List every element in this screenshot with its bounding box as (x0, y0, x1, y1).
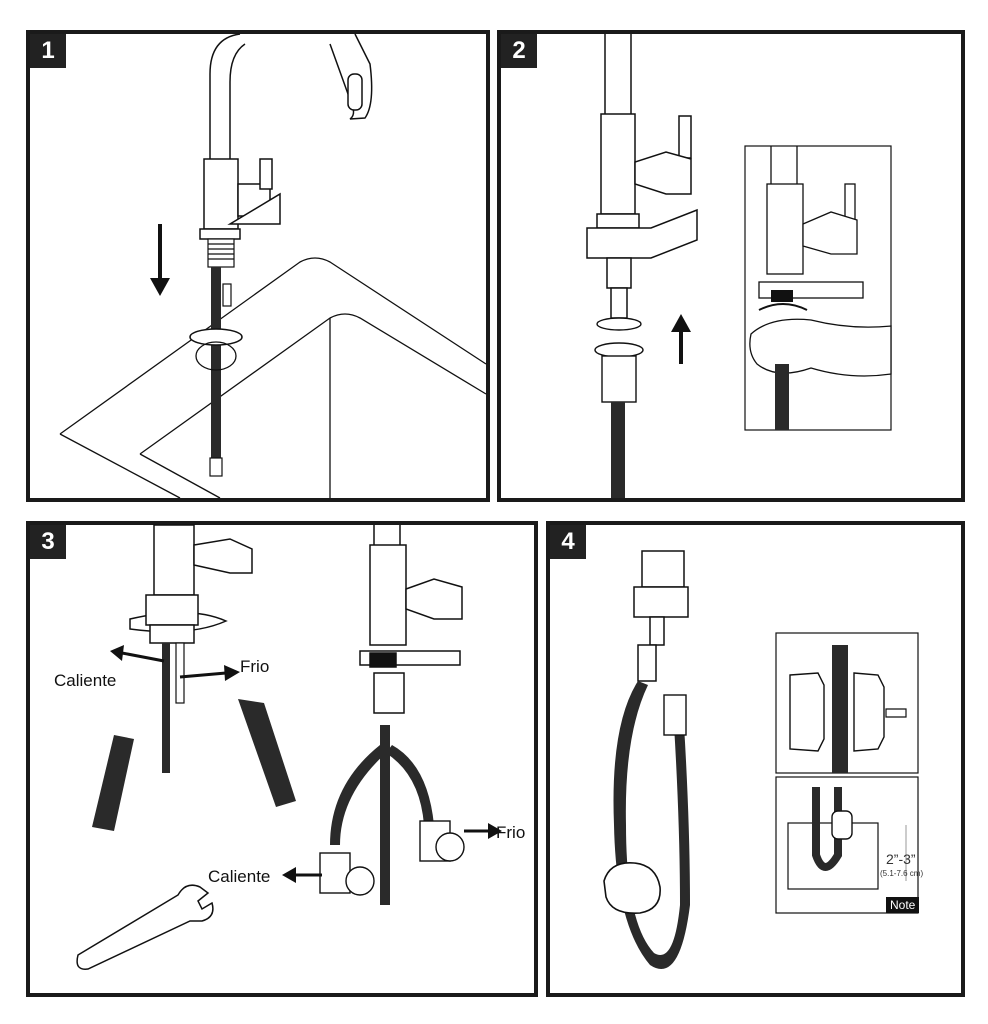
washer (594, 342, 644, 358)
hose-end-fitting (209, 457, 223, 477)
detail-faucet (758, 146, 864, 299)
weight-half-right (853, 672, 885, 752)
faucet-shank (633, 550, 689, 682)
step-3-illustration (76, 524, 502, 970)
detail-mount-nut (771, 290, 793, 302)
detail-hand (749, 318, 892, 377)
hose-weight-detail (831, 810, 853, 840)
hot-label-top: Caliente (54, 671, 117, 690)
hose-connector (663, 694, 687, 736)
arrow-left-icon (110, 645, 165, 663)
cold-supply-hose (238, 699, 296, 807)
cold-tube (175, 642, 185, 704)
cold-label-top: Frio (240, 657, 270, 676)
supply-hose (611, 402, 625, 498)
sprayer-hose (380, 725, 390, 905)
faucet-body-right (359, 525, 463, 714)
arrow-right-icon (464, 823, 502, 839)
arrow-down-icon (150, 224, 170, 296)
hot-label-bottom: Caliente (208, 867, 271, 886)
sprayer-hose-loop (613, 681, 690, 969)
hot-tube (162, 643, 170, 773)
hose-weight (603, 862, 661, 914)
arrow-left-icon (282, 867, 322, 883)
arrow-right-icon (179, 665, 240, 681)
supply-hose (211, 267, 221, 462)
adjustable-wrench-icon (76, 884, 214, 970)
step-3-panel: 3 (26, 521, 538, 997)
note-badge: Note (886, 897, 920, 913)
detail-hose (775, 364, 789, 430)
step-2-badge: 2 (501, 34, 537, 68)
measure-main-label: 2”-3” (886, 851, 916, 867)
deck-hole (195, 341, 237, 371)
step-2-panel: 2 (497, 30, 965, 502)
weight-half-left (789, 672, 825, 752)
hot-supply-hose (92, 735, 134, 831)
cold-angle-valve (419, 820, 465, 862)
measure-sub-label: (5.1-7.6 cm) (880, 869, 924, 878)
step-2-illustration (586, 34, 892, 498)
faucet-body-left (129, 524, 253, 644)
step-1-illustration (59, 33, 487, 499)
threaded-shank (207, 238, 235, 307)
step-4-badge: 4 (550, 525, 586, 559)
faucet-body (586, 34, 698, 319)
hose-segment (832, 645, 848, 773)
rotation-arrow-icon (758, 303, 808, 311)
hot-angle-valve (319, 852, 375, 896)
sink-basin (59, 257, 487, 499)
step-1-panel: 1 (26, 30, 490, 502)
washer (189, 328, 243, 346)
cold-braided-hose (386, 745, 434, 825)
screw-icon (885, 708, 907, 718)
washer (596, 317, 642, 331)
arrow-up-icon (671, 314, 691, 364)
hot-braided-hose (330, 745, 386, 845)
step-4-illustration (603, 550, 919, 969)
step-1-badge: 1 (30, 34, 66, 68)
faucet-body (199, 33, 373, 240)
step-4-panel: 4 2”-3” (5.1-7.6 cm) Note (546, 521, 965, 997)
step-3-badge: 3 (30, 525, 66, 559)
hose-u-loop (812, 787, 842, 871)
cold-label-bottom: Frio (496, 823, 526, 842)
mounting-nut (601, 355, 637, 403)
